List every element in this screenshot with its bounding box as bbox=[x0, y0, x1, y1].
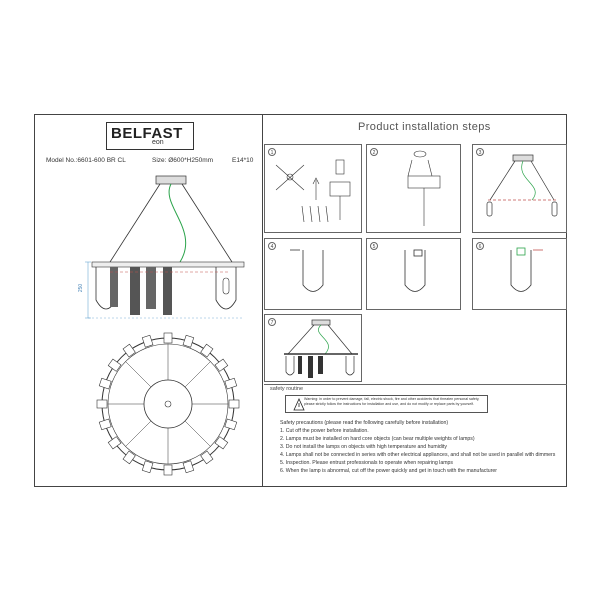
step-number: 7 bbox=[268, 318, 276, 326]
ring-tile bbox=[200, 450, 214, 465]
ring-spoke bbox=[125, 420, 152, 447]
precaution-item: 3. Do not install the lamps on objects w… bbox=[280, 444, 447, 450]
model-bulb: E14*10 bbox=[232, 157, 254, 164]
ring-tile bbox=[182, 460, 195, 474]
ring-tile bbox=[182, 334, 195, 348]
brand-logo: BELFAST eon bbox=[106, 122, 194, 150]
ring-tile bbox=[228, 399, 240, 409]
ring-tile bbox=[141, 334, 154, 348]
brand-sub: eon bbox=[152, 139, 164, 146]
precaution-item: 1. Cut off the power before installation… bbox=[280, 428, 369, 434]
step-number: 3 bbox=[476, 148, 484, 156]
step-3-panel: 3 bbox=[472, 144, 567, 233]
step-number: 6 bbox=[476, 242, 484, 250]
step-5-panel: 5 bbox=[366, 238, 461, 310]
model-size: Size: Ø600*H250mm bbox=[152, 157, 214, 164]
step-number: 2 bbox=[370, 148, 378, 156]
ring-tile bbox=[224, 377, 238, 390]
step-number: 5 bbox=[370, 242, 378, 250]
ring-tile bbox=[122, 343, 136, 358]
ring-tile bbox=[96, 399, 108, 409]
model-number: Model No.:6601-600 BR CL bbox=[46, 157, 126, 164]
safety-routine-label: safety routine bbox=[270, 386, 304, 392]
ring-tile bbox=[98, 418, 112, 431]
step-2-panel: 2 bbox=[366, 144, 461, 233]
ring-spoke bbox=[184, 361, 211, 388]
installation-title: Product installation steps bbox=[358, 121, 491, 133]
precaution-item: 4. Lamps shall not be connected in serie… bbox=[280, 452, 556, 458]
step-number: 4 bbox=[268, 242, 276, 250]
warning-box bbox=[285, 395, 488, 413]
precaution-item: 5. Inspection. Please entrust profession… bbox=[280, 460, 454, 466]
ring-tile bbox=[163, 332, 173, 344]
step-1-panel: 1 bbox=[264, 144, 362, 233]
step-4-panel: 4 bbox=[264, 238, 362, 310]
ring-tile bbox=[107, 436, 122, 450]
ring-tile bbox=[224, 418, 238, 431]
precautions-heading: Safety precautions (please read the foll… bbox=[280, 420, 449, 426]
ring-tile bbox=[200, 343, 214, 358]
step-7-panel: 7 bbox=[264, 314, 362, 382]
step-6-panel: 6 bbox=[472, 238, 567, 310]
ring-tile bbox=[122, 450, 136, 465]
ring-spoke bbox=[125, 361, 152, 388]
ring-spoke bbox=[184, 420, 211, 447]
warning-text: Warning: in order to prevent damage, fal… bbox=[304, 397, 480, 406]
ring-tile bbox=[214, 358, 229, 372]
safety-routine-section bbox=[264, 384, 567, 416]
step-number: 1 bbox=[268, 148, 276, 156]
ring-tile bbox=[214, 436, 229, 450]
ring-tile bbox=[98, 377, 112, 390]
ring-tile bbox=[141, 460, 154, 474]
precaution-item: 2. Lamps must be installed on hard core … bbox=[280, 436, 475, 442]
precaution-item: 6. When the lamp is abnormal, cut off th… bbox=[280, 468, 498, 474]
column-divider bbox=[262, 114, 263, 487]
ring-tile bbox=[107, 358, 122, 372]
ring-tile bbox=[163, 464, 173, 476]
brand-name: BELFAST bbox=[111, 125, 183, 142]
